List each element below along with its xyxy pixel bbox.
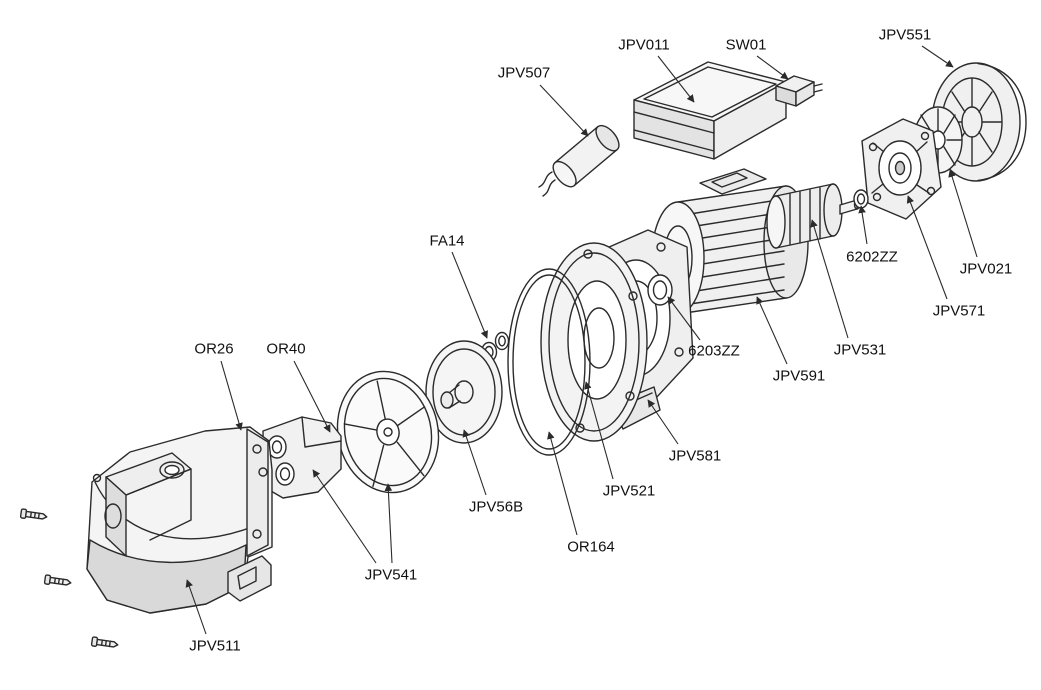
part-label-OR26: OR26 <box>194 341 233 358</box>
leader-line-terminal-box-cover <box>657 55 695 103</box>
part-label-SW01: SW01 <box>726 37 767 54</box>
part-label-JPV541: JPV541 <box>365 567 418 584</box>
pump-casing <box>86 426 273 614</box>
leader-line-pump-casing <box>185 579 207 635</box>
part-label-6203ZZ: 6203ZZ <box>688 343 740 360</box>
capacitor <box>538 124 620 197</box>
bearing-small <box>853 189 869 209</box>
switch <box>775 75 823 107</box>
rotor-shaft <box>766 183 861 249</box>
part-label-FA14: FA14 <box>429 233 464 250</box>
part-label-JPV021: JPV021 <box>960 261 1013 278</box>
bearing-large <box>647 274 673 306</box>
part-label-OR164: OR164 <box>567 539 615 556</box>
part-label-JPV591: JPV591 <box>773 368 826 385</box>
part-label-JPV581: JPV581 <box>669 448 722 465</box>
leader-line-mechanical-seal <box>451 251 488 339</box>
part-label-JPV511: JPV511 <box>189 638 240 655</box>
ejector-body <box>262 416 342 499</box>
leader-line-pump-cover <box>584 381 614 480</box>
leader-line-o-ring-mid <box>293 360 331 433</box>
leader-line-rotor-shaft <box>810 219 849 339</box>
leader-line-fan-cover <box>921 45 954 68</box>
diffuser <box>336 370 440 494</box>
mounting-screw <box>19 508 48 520</box>
part-label-JPV507: JPV507 <box>498 65 551 82</box>
mounting-screw <box>43 574 72 586</box>
leader-line-bearing-small <box>858 205 868 245</box>
leader-line-fan <box>948 169 978 258</box>
part-label-JPV551: JPV551 <box>879 27 932 44</box>
mounting-screw <box>90 636 119 648</box>
leader-line-bearing-large <box>667 296 701 341</box>
part-label-OR40: OR40 <box>266 341 305 358</box>
leader-line-pump-bracket <box>647 399 679 445</box>
leader-line-diffuser-ejector <box>312 469 377 564</box>
terminal-box-cover <box>633 61 787 160</box>
part-label-JPV521: JPV521 <box>603 483 656 500</box>
leader-line-motor-stator <box>756 296 788 365</box>
leader-line-o-ring-large <box>547 431 578 536</box>
part-label-6202ZZ: 6202ZZ <box>846 249 898 266</box>
part-label-JPV011: JPV011 <box>618 37 669 54</box>
leader-line-o-ring-small <box>220 360 243 431</box>
leader-line-end-bracket <box>906 195 948 300</box>
part-label-JPV56B: JPV56B <box>469 499 523 516</box>
part-label-JPV571: JPV571 <box>933 303 986 320</box>
part-label-JPV531: JPV531 <box>834 342 887 359</box>
leader-line-impeller <box>462 429 487 496</box>
leader-line-capacitor <box>539 84 589 137</box>
end-bracket <box>861 118 942 220</box>
leader-line-switch <box>756 55 789 80</box>
leader-line-diffuser-ejector <box>384 483 393 564</box>
o-ring-large <box>507 268 591 456</box>
